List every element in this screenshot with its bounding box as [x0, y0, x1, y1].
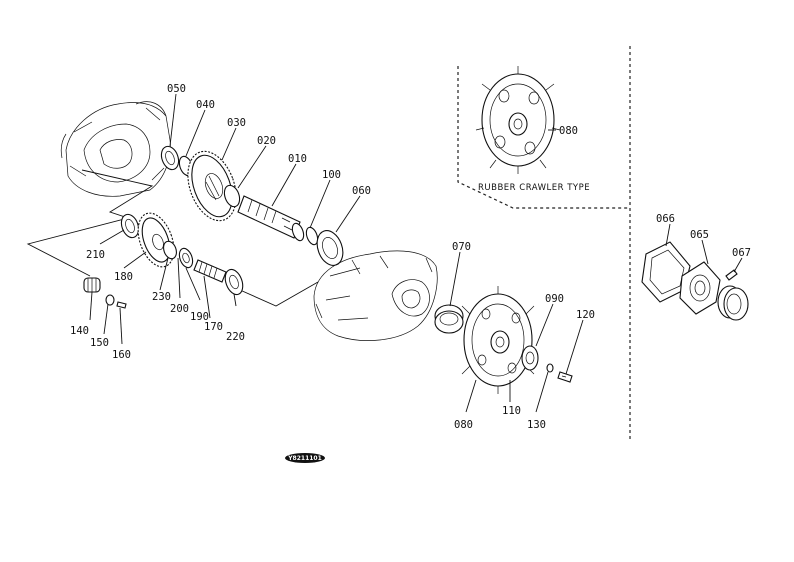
- part-160-bolt: [116, 301, 127, 309]
- label-100: 100: [322, 169, 341, 181]
- part-210-bearing: [120, 213, 140, 239]
- label-230: 230: [152, 291, 171, 303]
- part-labels: 050 040 030 020 010 100 060 070 080 090 …: [70, 83, 751, 431]
- part-100-snap-ring: [305, 226, 319, 246]
- part-060-bearing: [316, 230, 344, 266]
- label-065: 065: [690, 229, 709, 241]
- label-060: 060: [352, 185, 371, 197]
- label-010: 010: [288, 153, 307, 165]
- figure-stamp: Y8211101: [285, 453, 325, 463]
- part-080-sprocket: [461, 286, 535, 394]
- part-020-collar: [223, 184, 241, 208]
- label-080: 080: [454, 419, 473, 431]
- part-120-bolt: [557, 371, 573, 383]
- part-067-bolt: [725, 269, 738, 281]
- label-110: 110: [502, 405, 521, 417]
- label-130: 130: [527, 419, 546, 431]
- part-050-bearing: [160, 145, 180, 171]
- label-150: 150: [90, 337, 109, 349]
- part-220-seal: [224, 268, 244, 296]
- label-070: 070: [452, 241, 471, 253]
- label-080-inset: 080: [559, 125, 578, 137]
- label-066: 066: [656, 213, 675, 225]
- label-180: 180: [114, 271, 133, 283]
- label-170: 170: [204, 321, 223, 333]
- label-050: 050: [167, 83, 186, 95]
- part-030-gear: [187, 150, 237, 222]
- label-020: 020: [257, 135, 276, 147]
- label-120: 120: [576, 309, 595, 321]
- part-010-shaft: [237, 195, 305, 242]
- inset-boundary-dashed: [457, 66, 630, 209]
- part-130-washer: [546, 363, 554, 373]
- part-170-shaft: [193, 259, 227, 283]
- left-housing-casting: [60, 101, 171, 197]
- part-065-seal: [717, 285, 749, 321]
- part-180-gear: [137, 212, 175, 268]
- part-230-collar: [163, 240, 177, 260]
- part-070-floating-seal: [434, 304, 464, 334]
- stamp-text: Y8211101: [287, 455, 322, 462]
- inset-sprocket-080: [475, 66, 561, 174]
- label-140: 140: [70, 325, 89, 337]
- label-090: 090: [545, 293, 564, 305]
- label-220: 220: [226, 331, 245, 343]
- label-190: 190: [190, 311, 209, 323]
- leader-lines: [89, 93, 743, 413]
- label-040: 040: [196, 99, 215, 111]
- group-outline-lower: [239, 281, 319, 307]
- inset-caption: RUBBER CRAWLER TYPE: [478, 183, 590, 193]
- label-067: 067: [732, 247, 751, 259]
- part-140-needle-bearing: [83, 277, 101, 293]
- label-200: 200: [170, 303, 189, 315]
- middle-housing-casting: [313, 250, 438, 341]
- part-065-hub: [679, 261, 721, 315]
- part-090-seal: [521, 345, 539, 371]
- group-outline-left: [26, 169, 154, 277]
- label-030: 030: [227, 117, 246, 129]
- label-160: 160: [112, 349, 131, 361]
- label-210: 210: [86, 249, 105, 261]
- part-190-ring: [178, 247, 194, 269]
- part-150-washer: [105, 294, 115, 306]
